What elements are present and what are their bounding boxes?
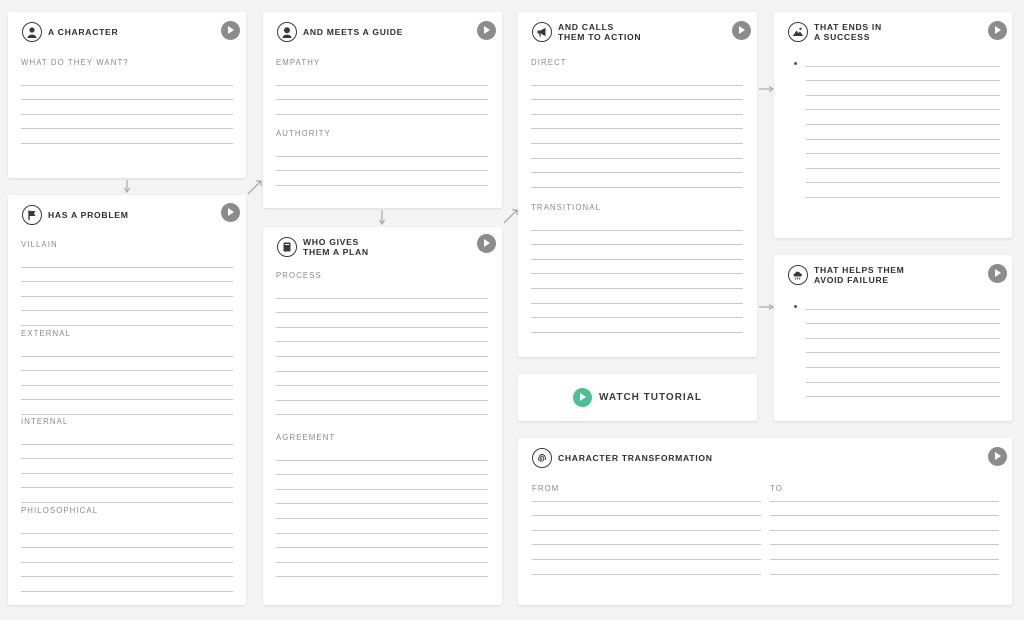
field-label: TRANSITIONAL [531, 203, 601, 212]
guide-person-icon [277, 22, 297, 42]
field-label: PHILOSOPHICAL [21, 506, 99, 515]
book-icon [277, 237, 297, 257]
card-header: AND CALLS THEM TO ACTION [532, 22, 641, 42]
card-header: HAS A PROBLEM [22, 205, 129, 225]
card-title: THAT HELPS THEM AVOID FAILURE [814, 265, 905, 285]
writing-lines[interactable] [21, 71, 233, 144]
play-video-button[interactable] [988, 447, 1007, 466]
play-video-button[interactable] [221, 203, 240, 222]
writing-lines[interactable] [21, 430, 233, 503]
fingerprint-icon [532, 448, 552, 468]
play-video-button[interactable] [732, 21, 751, 40]
card-title: CHARACTER TRANSFORMATION [558, 453, 713, 463]
field-label: AGREEMENT [276, 433, 336, 442]
card-header: WHO GIVES THEM A PLAN [277, 237, 369, 257]
card-header: A CHARACTER [22, 22, 118, 42]
field-label: INTERNAL [21, 417, 69, 426]
play-icon [572, 388, 592, 407]
arrow-down-icon [124, 180, 130, 193]
field-label: FROM [532, 484, 560, 493]
writing-lines[interactable] [276, 446, 488, 578]
writing-lines[interactable] [276, 71, 488, 115]
person-icon [22, 22, 42, 42]
writing-lines[interactable] [276, 142, 488, 186]
card-success: THAT ENDS IN A SUCCESS [774, 12, 1012, 238]
field-label: AUTHORITY [276, 129, 331, 138]
arrow-down-icon [379, 210, 385, 225]
card-character: A CHARACTER WHAT DO THEY WANT? [8, 12, 246, 178]
card-title: HAS A PROBLEM [48, 210, 129, 220]
writing-lines[interactable] [770, 487, 999, 575]
writing-lines[interactable] [532, 487, 761, 575]
card-header: CHARACTER TRANSFORMATION [532, 448, 713, 468]
card-plan: WHO GIVES THEM A PLAN PROCESS AGREEMENT [263, 227, 502, 605]
writing-lines[interactable] [806, 52, 1000, 198]
watch-tutorial-label: WATCH TUTORIAL [598, 392, 703, 403]
field-label: WHAT DO THEY WANT? [21, 58, 129, 67]
play-video-button[interactable] [988, 264, 1007, 283]
card-title: AND CALLS THEM TO ACTION [558, 22, 642, 42]
megaphone-icon [532, 22, 552, 42]
field-label: EMPATHY [276, 58, 321, 67]
writing-lines[interactable] [21, 519, 233, 592]
field-label: VILLAIN [21, 240, 58, 249]
card-header: THAT HELPS THEM AVOID FAILURE [788, 265, 905, 285]
field-label: EXTERNAL [21, 329, 71, 338]
field-label: PROCESS [276, 271, 322, 280]
arrow-right-icon [759, 304, 774, 310]
writing-lines[interactable] [276, 284, 488, 416]
card-title: WHO GIVES THEM A PLAN [303, 237, 369, 257]
play-video-button[interactable] [988, 21, 1007, 40]
card-action: AND CALLS THEM TO ACTION DIRECT TRANSITI… [518, 12, 757, 357]
flag-icon [22, 205, 42, 225]
arrow-diagonal-icon [503, 209, 518, 224]
card-failure: THAT HELPS THEM AVOID FAILURE [774, 255, 1012, 421]
card-problem: HAS A PROBLEM VILLAIN EXTERNAL INTERNAL … [8, 195, 246, 605]
card-transformation: CHARACTER TRANSFORMATION FROM TO [518, 438, 1012, 605]
writing-lines[interactable] [806, 295, 1000, 398]
play-video-button[interactable] [221, 21, 240, 40]
writing-lines[interactable] [21, 253, 233, 326]
bullet-point [794, 62, 797, 65]
writing-lines[interactable] [531, 71, 743, 188]
arrow-diagonal-icon [247, 180, 262, 195]
play-video-button[interactable] [477, 21, 496, 40]
mountain-icon [788, 22, 808, 42]
card-header: AND MEETS A GUIDE [277, 22, 403, 42]
play-video-button[interactable] [477, 234, 496, 253]
writing-lines[interactable] [531, 216, 743, 333]
arrow-right-icon [759, 86, 774, 92]
watch-tutorial-button[interactable]: WATCH TUTORIAL [518, 374, 757, 421]
card-title: AND MEETS A GUIDE [303, 27, 404, 37]
card-title: THAT ENDS IN A SUCCESS [814, 22, 882, 42]
storm-cloud-icon [788, 265, 808, 285]
card-header: THAT ENDS IN A SUCCESS [788, 22, 882, 42]
card-title: A CHARACTER [48, 27, 119, 37]
writing-lines[interactable] [21, 342, 233, 415]
bullet-point [794, 305, 797, 308]
field-label: TO [770, 484, 783, 493]
card-guide: AND MEETS A GUIDE EMPATHY AUTHORITY [263, 12, 502, 208]
field-label: DIRECT [531, 58, 567, 67]
